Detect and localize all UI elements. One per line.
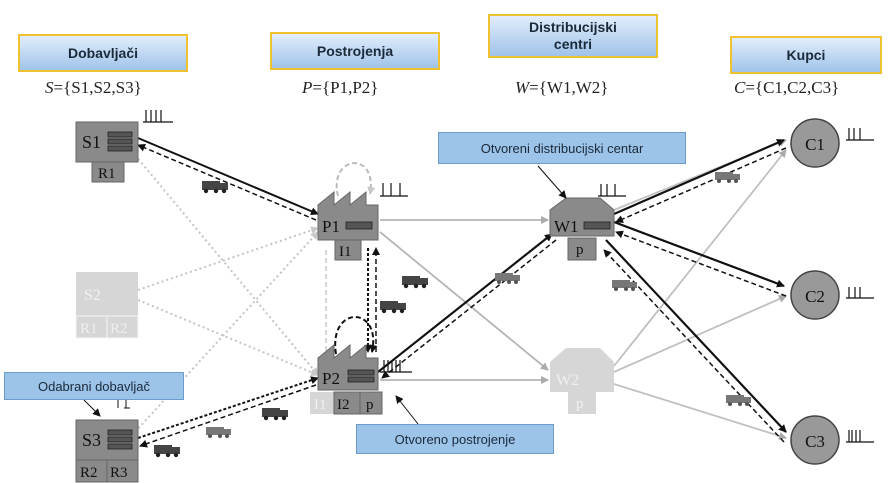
callout-open-plant: Otvoreno postrojenje — [356, 424, 554, 454]
node-s2-sub-r2: R2 — [110, 321, 128, 337]
node-w2-label: W2 — [556, 372, 579, 389]
header-dc-text: Distribucijski centri — [529, 19, 617, 53]
header-plants: Postrojenja — [270, 32, 440, 70]
dc-w1: W1 p — [549, 197, 615, 261]
node-p2-sub-i2: I2 — [337, 397, 350, 413]
plant-dc-gray-links — [379, 216, 549, 384]
node-w1-label: W1 — [554, 217, 579, 236]
set-symbol-p: P — [302, 78, 313, 97]
node-p2-label: P2 — [322, 369, 340, 388]
node-s1-sub-r1: R1 — [98, 166, 116, 182]
header-dc-line1: Distribucijski — [529, 19, 617, 35]
node-s1-label: S1 — [82, 132, 101, 152]
trucks — [154, 172, 751, 458]
node-s2-sub-r1: R1 — [80, 321, 98, 337]
node-p1-sub-i1: I1 — [339, 244, 352, 260]
dc-w2: W2 p — [550, 348, 614, 414]
supplier-s3: S3 R2 R3 — [75, 419, 139, 483]
node-c3-label: C3 — [805, 432, 825, 451]
node-w2-sub-p: p — [576, 396, 584, 412]
callout-selected-supplier: Odabrani dobavljač — [4, 372, 184, 400]
set-label-plants: P={P1,P2} — [302, 78, 378, 98]
node-s3-sub-r3: R3 — [110, 465, 128, 481]
supplier-s1: S1 R1 — [75, 121, 139, 183]
header-customers: Kupci — [730, 36, 882, 74]
node-c1-label: C1 — [805, 135, 825, 154]
node-s3-label: S3 — [82, 430, 101, 450]
callout-open-dc-text: Otvoreni distribucijski centar — [480, 140, 644, 156]
header-suppliers-text: Dobavljači — [67, 44, 139, 61]
node-w1-sub-p: p — [576, 242, 584, 258]
header-distribution-centers: Distribucijski centri — [488, 14, 658, 58]
header-dc-line2: centri — [553, 36, 593, 52]
node-s2-label: S2 — [84, 287, 101, 304]
callout-open-dc: Otvoreni distribucijski centar — [438, 132, 686, 164]
node-p2-sub-p: p — [366, 397, 374, 413]
node-p1-label: P1 — [322, 217, 340, 236]
node-s3-sub-r2: R2 — [80, 465, 98, 481]
customer-c3: C3 — [790, 415, 840, 465]
set-members-p: ={P1,P2} — [312, 78, 379, 97]
callout-open-plant-text: Otvoreno postrojenje — [394, 431, 516, 447]
set-members-w: ={W1,W2} — [529, 78, 609, 97]
customer-c1: C1 — [790, 118, 840, 168]
set-label-dcs: W={W1,W2} — [515, 78, 608, 98]
header-suppliers: Dobavljači — [18, 34, 188, 72]
set-members-s: ={S1,S2,S3} — [53, 78, 142, 97]
header-plants-text: Postrojenja — [316, 42, 394, 59]
set-symbol-c: C — [734, 78, 746, 97]
set-label-customers: C={C1,C2,C3} — [734, 78, 839, 98]
set-symbol-w: W — [515, 78, 530, 97]
dc-customer-gray-links — [613, 138, 787, 440]
customer-c2: C2 — [790, 270, 840, 320]
callout-selected-supplier-text: Odabrani dobavljač — [37, 378, 151, 394]
plant-loops — [334, 162, 378, 355]
node-p2-sub-i1: I1 — [314, 397, 327, 413]
plant-p1: P1 I1 — [317, 190, 379, 261]
set-symbol-s: S — [45, 78, 54, 97]
supplier-s2: S2 R1 R2 — [75, 272, 139, 339]
callout-pointers — [83, 165, 567, 425]
node-c2-label: C2 — [805, 287, 825, 306]
set-members-c: ={C1,C2,C3} — [745, 78, 840, 97]
header-customers-text: Kupci — [786, 46, 826, 63]
set-label-suppliers: S={S1,S2,S3} — [45, 78, 142, 98]
plant-p2: P2 I1 I2 p — [310, 343, 383, 415]
demand-glyphs — [143, 110, 874, 443]
active-links — [137, 137, 787, 448]
